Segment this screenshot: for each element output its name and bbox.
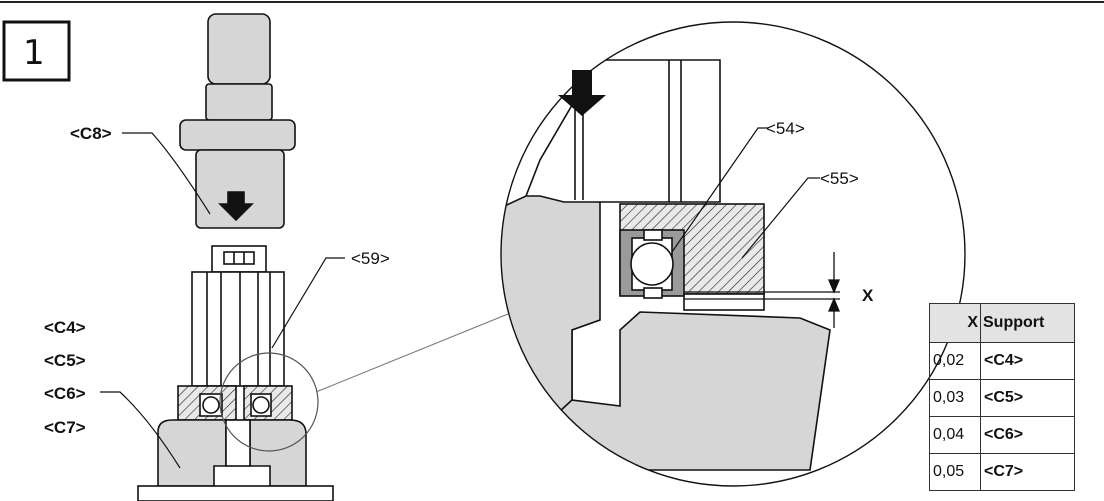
table-header-support: Support (980, 303, 1075, 343)
table-cell-x: 0,02 (929, 342, 981, 380)
label-54: <54> (766, 119, 805, 138)
leader-55 (741, 177, 820, 259)
label-x: X (862, 286, 874, 305)
table-header-row: X Support (929, 303, 1075, 343)
label-c6: <C6> (44, 384, 86, 403)
table-cell-support: <C4> (980, 342, 1075, 380)
label-c8: <C8> (70, 124, 112, 143)
detail-marker-circle (219, 352, 319, 452)
table-cell-support: <C7> (980, 453, 1075, 491)
table-cell-x: 0,05 (929, 453, 981, 491)
table-header-x: X (929, 303, 981, 343)
step-box: 1 (2, 20, 71, 82)
leader-c6 (100, 391, 181, 469)
press-direction-arrow (558, 70, 606, 116)
table-cell-support: <C5> (980, 379, 1075, 417)
detail-circle-outline (500, 21, 966, 487)
detail-connector-line (315, 313, 509, 393)
table-row: 0,04 <C6> (929, 416, 1075, 454)
base-support (137, 419, 334, 501)
support-tube-59 (191, 245, 285, 387)
label-c7: <C7> (44, 418, 86, 437)
support-table: X Support 0,02 <C4> 0,03 <C5> 0,04 <C6> … (929, 303, 1075, 491)
leader-59 (271, 257, 345, 349)
table-row: 0,05 <C7> (929, 453, 1075, 491)
table-cell-x: 0,03 (929, 379, 981, 417)
table-cell-support: <C6> (980, 416, 1075, 454)
x-dimension (684, 252, 840, 328)
label-55: <55> (820, 169, 859, 188)
leader-54 (671, 127, 768, 253)
leader-c8 (122, 132, 211, 215)
table-row: 0,03 <C5> (929, 379, 1075, 417)
label-c4: <C4> (44, 318, 86, 337)
step-number: 1 (23, 33, 45, 73)
bearing-housing (177, 385, 293, 421)
press-tool-c8 (179, 13, 296, 229)
label-59: <59> (351, 249, 390, 268)
table-row: 0,02 <C4> (929, 342, 1075, 380)
table-cell-x: 0,04 (929, 416, 981, 454)
label-c5: <C5> (44, 351, 86, 370)
